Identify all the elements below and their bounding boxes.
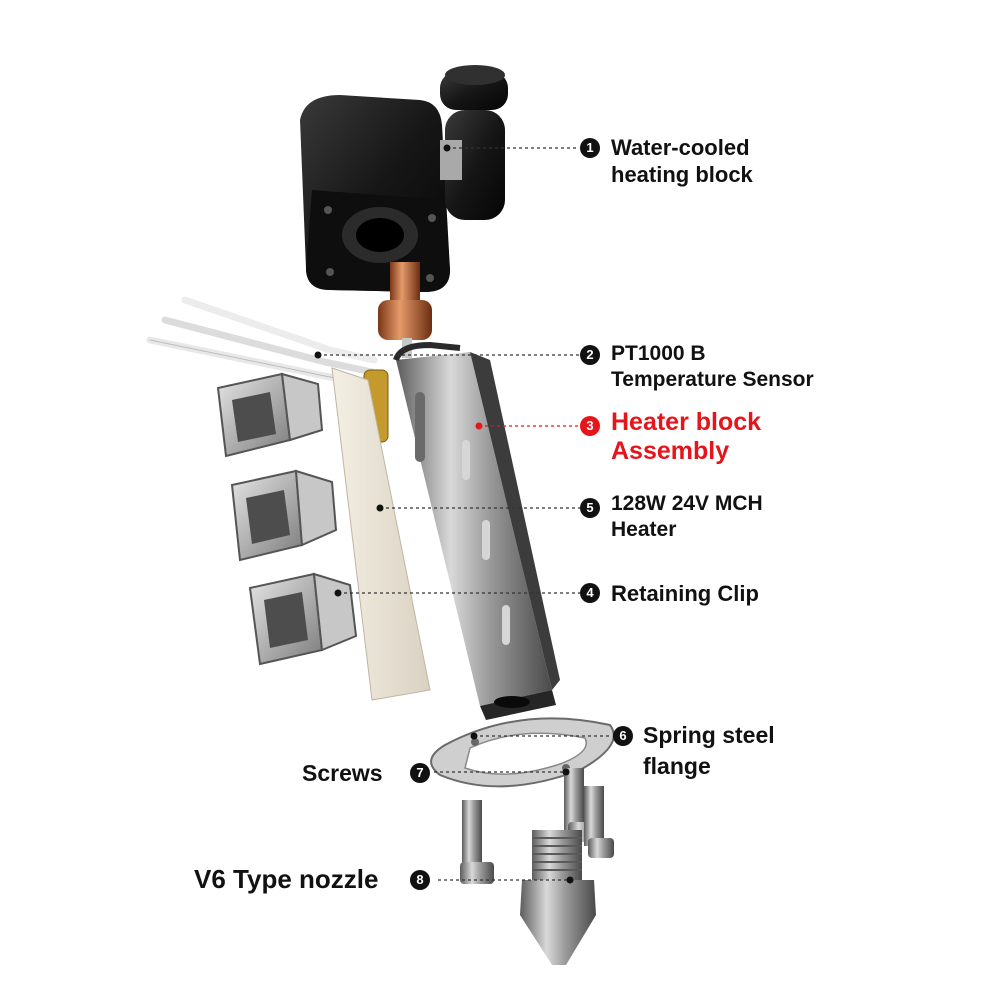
callout-5-label: 128W 24V MCH Heater xyxy=(611,491,763,543)
callout-6-label: Spring steel flange xyxy=(643,720,775,782)
callout-3-badge: 3 xyxy=(580,416,600,436)
callout-3-label: Heater block Assembly xyxy=(611,408,761,466)
callout-7-label: Screws xyxy=(302,758,383,788)
callout-3-line1: Heater block xyxy=(611,408,762,436)
callout-3-line2: Assembly xyxy=(611,437,730,465)
nozzle-art xyxy=(520,830,596,965)
callout-2-label: PT1000 B Temperature Sensor xyxy=(611,341,814,393)
callout-2-badge: 2 xyxy=(580,345,600,365)
callout-4-line1: Retaining Clip xyxy=(611,581,759,606)
callout-4-label: Retaining Clip xyxy=(611,580,759,607)
callout-2-line2: Temperature Sensor xyxy=(611,368,814,391)
callout-1-line2: heating block xyxy=(611,162,753,187)
leader-lines xyxy=(318,147,612,881)
callout-7-line1: Screws xyxy=(302,760,383,786)
retaining-clips-art xyxy=(216,372,358,666)
callout-1-badge: 1 xyxy=(580,138,600,158)
callout-1-label: Water-cooled heating block xyxy=(611,134,753,188)
callout-6-line1: Spring steel xyxy=(643,722,775,748)
callout-6-badge: 6 xyxy=(613,726,633,746)
callout-5-badge: 5 xyxy=(580,498,600,518)
water-cooled-block-art xyxy=(300,65,508,292)
callout-1-line1: Water-cooled xyxy=(611,135,750,160)
callout-8-line1: V6 Type nozzle xyxy=(194,864,379,894)
leader-dots xyxy=(314,144,574,884)
spring-steel-flange-art xyxy=(430,717,615,788)
callout-4-badge: 4 xyxy=(580,583,600,603)
ceramic-heater-art xyxy=(331,367,431,701)
callout-8-label: V6 Type nozzle xyxy=(194,862,378,896)
callout-8-badge: 8 xyxy=(410,870,430,890)
callout-5-line1: 128W 24V MCH xyxy=(611,492,763,515)
heater-block-art xyxy=(393,341,560,720)
callout-2-line1: PT1000 B xyxy=(611,342,706,365)
callout-7-badge: 7 xyxy=(410,763,430,783)
callout-6-line2: flange xyxy=(643,753,711,779)
callout-5-line2: Heater xyxy=(611,518,677,541)
